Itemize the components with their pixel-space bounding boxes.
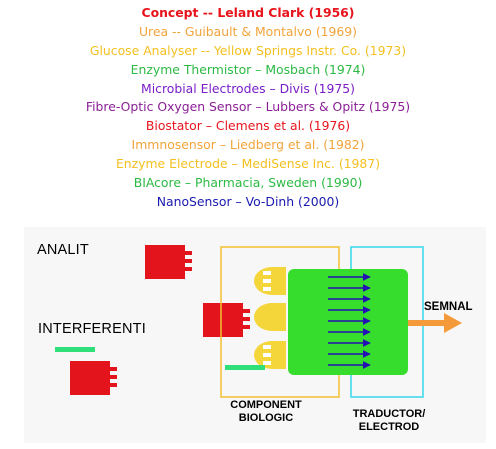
analit-label: ANALIT [37,242,89,258]
timeline-entry: NanoSensor – Vo-Dinh (2000) [156,193,340,209]
signal-arrows [328,273,371,369]
timeline-entry: Enzyme Electrode – MediSense Inc. (1987) [115,156,381,172]
semnal-label: SEMNAL [424,301,473,313]
interferent-molecule [70,361,117,395]
diagram-svg [55,245,462,398]
timeline-entry: BIAcore – Pharmacia, Sweden (1990) [133,175,363,191]
output-signal-arrow [408,313,462,333]
analyte-molecule-bound [203,303,250,337]
timeline-entry: Immnosensor – Liedberg et al. (1982) [131,137,365,153]
timeline-entry: Concept -- Leland Clark (1956) [141,5,355,20]
interferent-green-bar-left [55,347,95,352]
timeline-entry: Biostator – Clemens et al. (1976) [145,118,351,134]
receptor-shapes [254,267,286,369]
timeline-entry: Urea -- Guibault & Montalvo (1969) [138,23,358,39]
timeline-entry: Enzyme Thermistor – Mosbach (1974) [130,61,366,77]
component-label: COMPONENT BIOLOGIC [230,399,302,424]
traductor-label: TRADUCTOR/ ELECTROD [352,408,426,433]
analyte-molecule-top [145,245,192,279]
biosensor-diagram: ANALIT INTERFERENTI COMPONENT BIOLOGIC T… [24,227,486,443]
timeline-entry: Microbial Electrodes – Divis (1975) [141,80,355,96]
timeline-entry: Fibre-Optic Oxygen Sensor – Lubbers & Op… [85,99,411,115]
interferent-green-bar-inside [225,365,265,370]
timeline-list: Concept -- Leland Clark (1956) Urea -- Gu… [0,4,496,212]
timeline-entry: Glucose Analyser -- Yellow Springs Instr… [89,42,407,58]
transducer-green-block [288,269,408,375]
interferenti-label: INTERFERENTI [38,321,146,337]
